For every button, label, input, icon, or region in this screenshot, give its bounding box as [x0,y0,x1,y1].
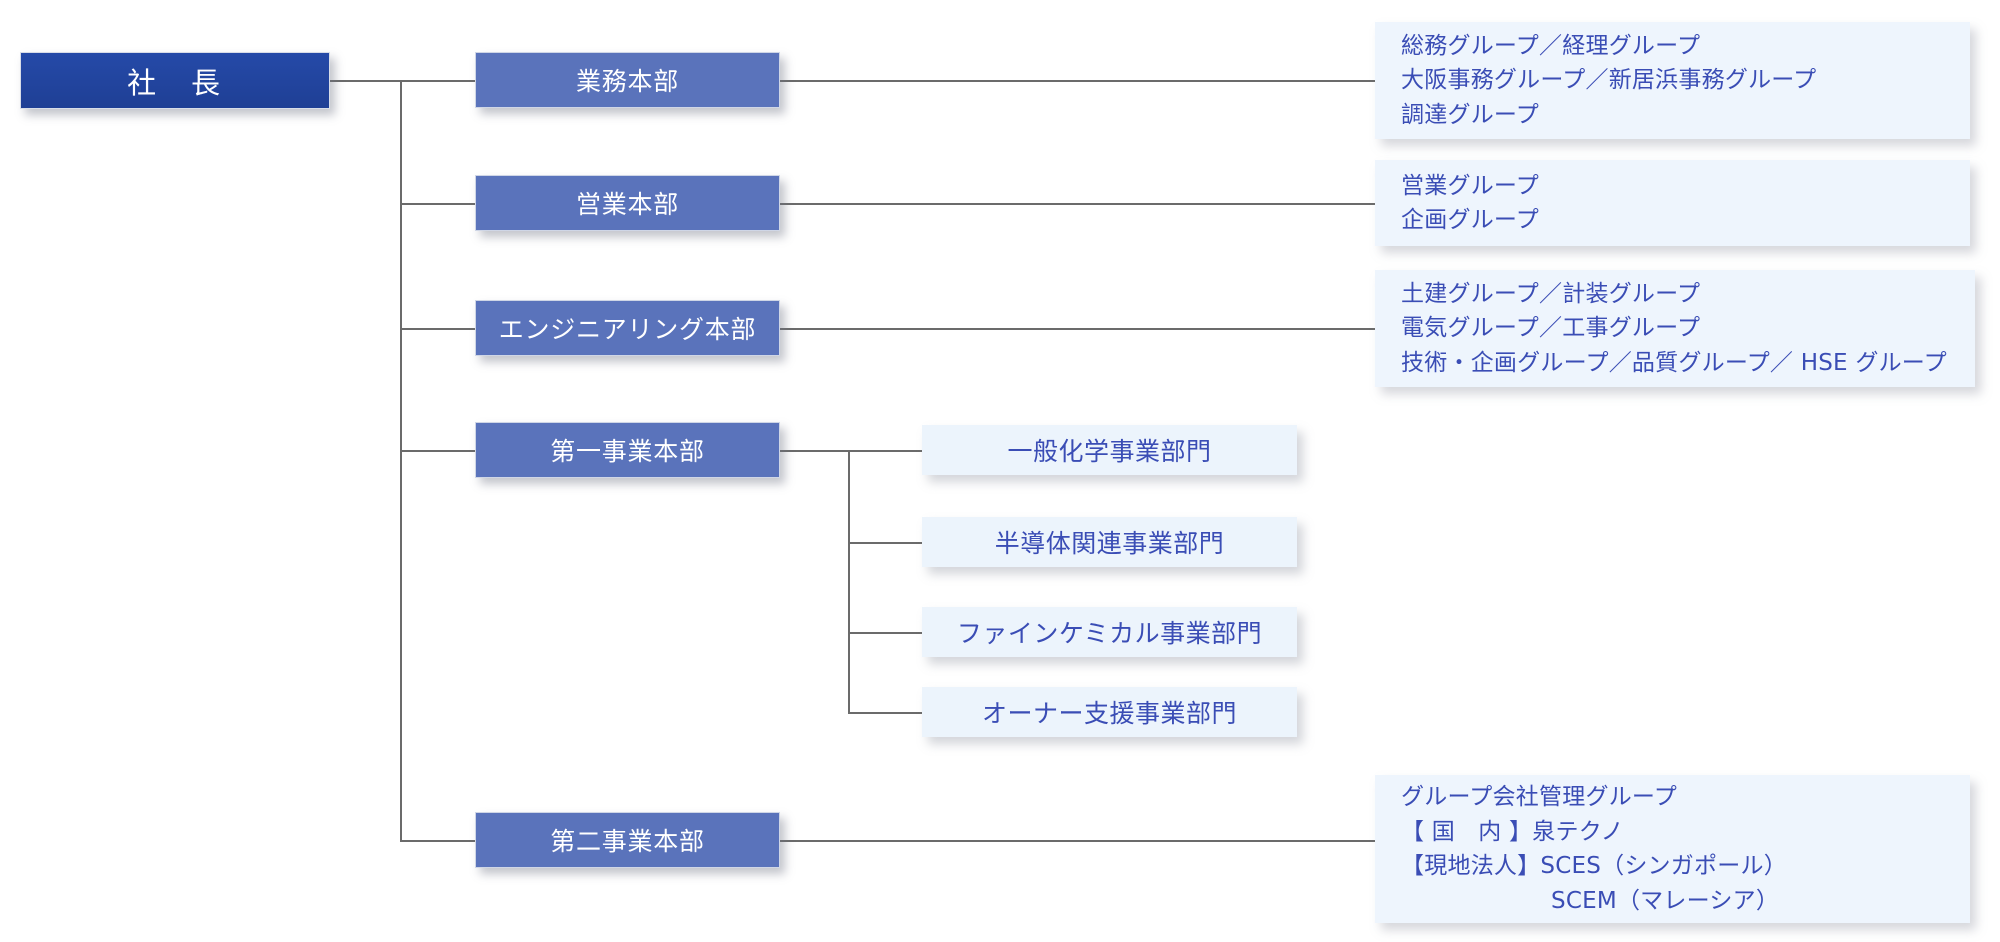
connector-daiichi-to-subtrunk [780,450,850,452]
connector-trunk-to-daiichi [400,450,477,452]
connector-gyomu-to-panel [780,80,1377,82]
connector-subtrunk-to-unit-2 [848,542,922,544]
connector-engineering-to-panel [780,328,1377,330]
connector-root-to-trunk [330,80,402,82]
department-box-daiichi[interactable]: 第一事業本部 [475,422,780,478]
unit-box-ippan-kagaku[interactable]: 一般化学事業部門 [922,425,1297,475]
connector-eigyo-to-panel [780,203,1377,205]
department-box-gyomu[interactable]: 業務本部 [475,52,780,108]
detail-panel-gyomu-groups: 総務グループ／経理グループ 大阪事務グループ／新居浜事務グループ 調達グループ [1375,22,1970,139]
connector-trunk-to-gyomu [400,80,477,82]
detail-panel-eigyo-groups: 営業グループ 企画グループ [1375,160,1970,246]
connector-trunk-to-engineering [400,328,477,330]
unit-box-owner-shien[interactable]: オーナー支援事業部門 [922,687,1297,737]
panel-line: 技術・企画グループ／品質グループ／ HSE グループ [1401,349,1947,376]
panel-line: 営業グループ [1401,172,1539,199]
panel-line: 【 国 内 】泉テクノ [1401,818,1624,845]
connector-subtrunk-to-unit-4 [848,712,922,714]
department-box-engineering[interactable]: エンジニアリング本部 [475,300,780,356]
connector-subtrunk-to-unit-1 [848,450,922,452]
connector-sub-trunk [848,450,850,713]
department-box-daini[interactable]: 第二事業本部 [475,812,780,868]
detail-panel-daini-groups: グループ会社管理グループ 【 国 内 】泉テクノ 【現地法人】SCES（シンガポ… [1375,775,1970,923]
panel-line: 企画グループ [1401,207,1539,233]
panel-line: 土建グループ／計装グループ [1401,280,1701,307]
panel-line: SCEM（マレーシア） [1551,887,1780,914]
panel-line: 調達グループ [1401,101,1539,128]
detail-panel-engineering-groups: 土建グループ／計装グループ 電気グループ／工事グループ 技術・企画グループ／品質… [1375,270,1975,387]
panel-line: グループ会社管理グループ [1401,784,1677,810]
connector-trunk-to-eigyo [400,203,477,205]
unit-box-fine-chemical[interactable]: ファインケミカル事業部門 [922,607,1297,657]
panel-line: 【現地法人】SCES（シンガポール） [1401,853,1787,879]
connector-subtrunk-to-unit-3 [848,632,922,634]
panel-line: 電気グループ／工事グループ [1401,315,1701,342]
connector-trunk-to-daini [400,840,477,842]
connector-main-trunk [400,80,402,842]
unit-box-handotai[interactable]: 半導体関連事業部門 [922,517,1297,567]
department-box-eigyo[interactable]: 営業本部 [475,175,780,231]
president-box[interactable]: 社 長 [20,52,330,109]
connector-daini-to-panel [780,840,1377,842]
panel-line: 総務グループ／経理グループ [1401,32,1701,59]
panel-line: 大阪事務グループ／新居浜事務グループ [1401,67,1817,94]
